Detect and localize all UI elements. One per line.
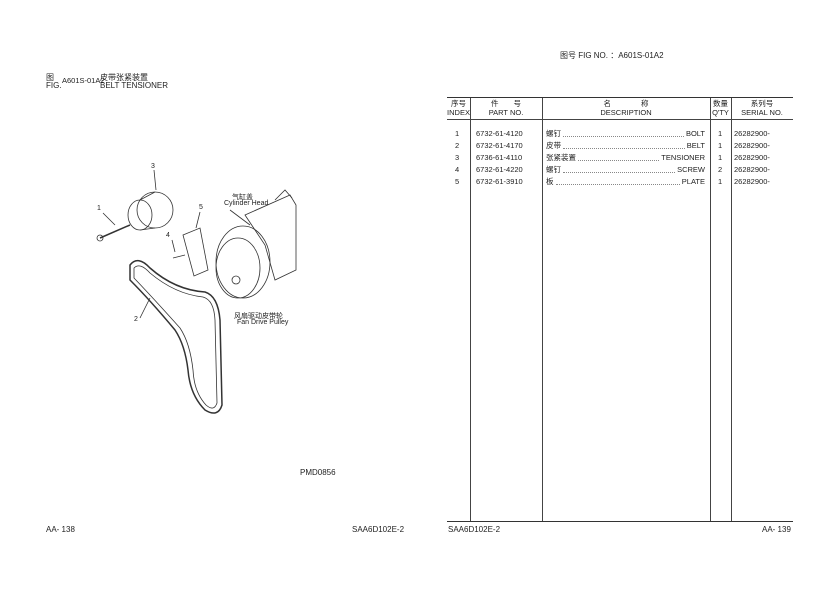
- right-page-number: AA- 139: [762, 525, 791, 534]
- callout-3: 3: [151, 163, 155, 170]
- row-qty: 1: [718, 129, 723, 138]
- row-serial: 26282900-: [734, 177, 770, 186]
- row-description: 张紧装置 TENSIONER: [546, 152, 705, 164]
- row-serial: 26282900-: [734, 153, 770, 162]
- fan-pulley-cn: 风扇驱动皮带轮: [234, 313, 283, 320]
- left-page-number: AA- 138: [46, 525, 75, 534]
- row-description: 螺钉 BOLT: [546, 128, 705, 140]
- row-index: 3: [455, 153, 460, 162]
- table-row: 2 6732-61-4170 皮带 BELT 1 26282900-: [447, 140, 793, 152]
- row-qty: 1: [718, 153, 723, 162]
- desc-en: SCREW: [677, 165, 705, 174]
- callout-2: 2: [134, 316, 138, 323]
- table-row: 4 6732-61-4220 螺钉 SCREW 2 26282900-: [447, 164, 793, 176]
- belt-tensioner-diagram: [96, 169, 297, 414]
- row-index: 2: [455, 141, 460, 150]
- title-en: BELT TENSIONER: [100, 81, 169, 90]
- right-model: SAA6D102E-2: [448, 525, 501, 534]
- row-part-no: 6732-61-4220: [476, 165, 523, 174]
- callout-4: 4: [166, 232, 170, 239]
- title-cn: 皮带张紧装置: [100, 73, 148, 82]
- row-qty: 1: [718, 177, 723, 186]
- row-serial: 26282900-: [734, 165, 770, 174]
- row-part-no: 6732-61-4170: [476, 141, 523, 150]
- cylinder-head-en: Cylinder Head: [224, 200, 269, 207]
- row-part-no: 6732-61-4120: [476, 129, 523, 138]
- table-row: 5 6732-61-3910 板 PLATE 1 26282900-: [447, 176, 793, 188]
- desc-cn: 螺钉: [546, 129, 561, 138]
- fig-label-cn: 图: [46, 73, 54, 82]
- fan-pulley-en: Fan Drive Pulley: [237, 319, 289, 326]
- row-index: 4: [455, 165, 460, 174]
- fig-number: A601S-01A2: [62, 76, 105, 85]
- row-description: 螺钉 SCREW: [546, 164, 705, 176]
- desc-cn: 螺钉: [546, 165, 561, 174]
- row-index: 5: [455, 177, 460, 186]
- row-index: 1: [455, 129, 460, 138]
- fig-no-header: 图号 FIG NO. ：A601S-01A2: [560, 51, 664, 60]
- callout-1: 1: [97, 205, 101, 212]
- row-part-no: 6736-61-4110: [476, 153, 523, 162]
- table-row: 1 6732-61-4120 螺钉 BOLT 1 26282900-: [447, 128, 793, 140]
- drawing-number: PMD0856: [300, 468, 336, 477]
- desc-cn: 皮带: [546, 141, 561, 150]
- desc-en: BOLT: [685, 129, 705, 138]
- desc-cn: 张紧装置: [546, 153, 576, 162]
- desc-cn: 板: [546, 177, 554, 186]
- fig-label-en: FIG.: [46, 81, 62, 90]
- row-description: 板 PLATE: [546, 176, 705, 188]
- row-serial: 26282900-: [734, 129, 770, 138]
- row-part-no: 6732-61-3910: [476, 177, 523, 186]
- cylinder-head-cn: 气缸盖: [232, 194, 253, 201]
- desc-en: TENSIONER: [661, 153, 705, 162]
- desc-en: BELT: [686, 141, 705, 150]
- left-model: SAA6D102E-2: [352, 525, 405, 534]
- row-qty: 2: [718, 165, 723, 174]
- row-serial: 26282900-: [734, 141, 770, 150]
- table-row: 3 6736-61-4110 张紧装置 TENSIONER 1 26282900-: [447, 152, 793, 164]
- row-qty: 1: [718, 141, 723, 150]
- desc-en: PLATE: [681, 177, 705, 186]
- row-description: 皮带 BELT: [546, 140, 705, 152]
- callout-5: 5: [199, 204, 203, 211]
